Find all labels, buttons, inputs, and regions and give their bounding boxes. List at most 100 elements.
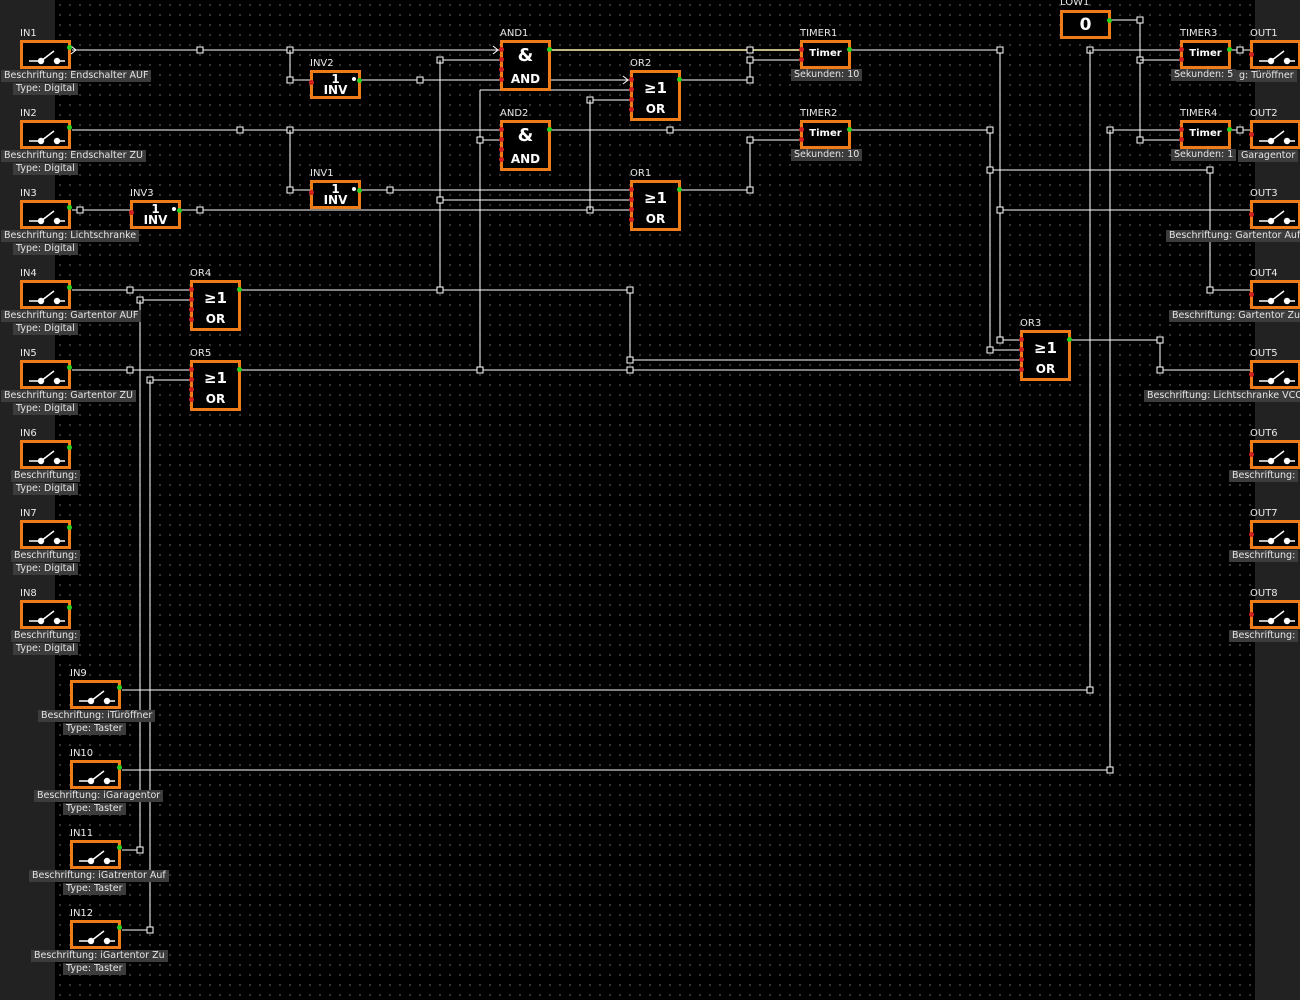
output-pin[interactable] (67, 525, 72, 530)
logic-canvas[interactable] (55, 0, 1255, 1000)
input-pin[interactable] (499, 57, 504, 62)
input-pin[interactable] (629, 97, 634, 102)
input-pin[interactable] (1249, 52, 1254, 57)
timer-block-timer1[interactable]: Timer (799, 40, 852, 69)
input-pin[interactable] (1249, 132, 1254, 137)
input-pin[interactable] (1019, 357, 1024, 362)
input-pin[interactable] (629, 77, 634, 82)
output-pin[interactable] (67, 125, 72, 130)
output-block-out1[interactable] (1249, 40, 1300, 69)
output-pin[interactable] (67, 605, 72, 610)
output-block-out8[interactable] (1249, 600, 1300, 629)
and-gate-and2[interactable]: &AND (499, 120, 552, 171)
output-pin[interactable] (357, 188, 362, 193)
input-pin[interactable] (629, 217, 634, 222)
output-pin[interactable] (357, 78, 362, 83)
output-pin[interactable] (1227, 47, 1232, 52)
output-pin[interactable] (237, 287, 242, 292)
input-block-in5[interactable] (20, 360, 72, 389)
input-pin[interactable] (189, 387, 194, 392)
input-pin[interactable] (189, 287, 194, 292)
input-pin[interactable] (799, 137, 804, 142)
input-pin[interactable] (309, 80, 314, 85)
input-pin[interactable] (189, 367, 194, 372)
output-pin[interactable] (847, 47, 852, 52)
low-constant-block[interactable]: 0 (1060, 10, 1112, 39)
input-pin[interactable] (629, 107, 634, 112)
input-pin[interactable] (129, 210, 134, 215)
input-block-in8[interactable] (20, 600, 72, 629)
output-pin[interactable] (117, 765, 122, 770)
input-pin[interactable] (1179, 137, 1184, 142)
input-pin[interactable] (499, 157, 504, 162)
output-pin[interactable] (117, 685, 122, 690)
input-pin[interactable] (189, 307, 194, 312)
input-pin[interactable] (499, 147, 504, 152)
input-pin[interactable] (799, 57, 804, 62)
input-pin[interactable] (189, 317, 194, 322)
input-pin[interactable] (1249, 532, 1254, 537)
input-pin[interactable] (1179, 127, 1184, 132)
output-pin[interactable] (67, 285, 72, 290)
output-pin[interactable] (1067, 337, 1072, 342)
input-pin[interactable] (1019, 367, 1024, 372)
input-block-in2[interactable] (20, 120, 72, 149)
output-pin[interactable] (117, 845, 122, 850)
output-pin[interactable] (237, 367, 242, 372)
input-block-in6[interactable] (20, 440, 72, 469)
output-pin[interactable] (677, 77, 682, 82)
output-block-out5[interactable] (1249, 360, 1300, 389)
input-pin[interactable] (1019, 347, 1024, 352)
input-pin[interactable] (629, 197, 634, 202)
input-block-in1[interactable] (20, 40, 72, 69)
input-pin[interactable] (499, 47, 504, 52)
output-pin[interactable] (547, 127, 552, 132)
input-pin[interactable] (629, 87, 634, 92)
output-pin[interactable] (547, 47, 552, 52)
input-block-in10[interactable] (70, 760, 122, 789)
output-block-out3[interactable] (1249, 200, 1300, 229)
input-pin[interactable] (189, 297, 194, 302)
output-block-out6[interactable] (1249, 440, 1300, 469)
and-gate-and1[interactable]: &AND (499, 40, 552, 91)
output-pin[interactable] (67, 45, 72, 50)
input-pin[interactable] (499, 77, 504, 82)
output-block-out4[interactable] (1249, 280, 1300, 309)
input-block-in4[interactable] (20, 280, 72, 309)
input-pin[interactable] (1179, 57, 1184, 62)
output-pin[interactable] (67, 205, 72, 210)
input-pin[interactable] (1179, 47, 1184, 52)
input-block-in9[interactable] (70, 680, 122, 709)
output-pin[interactable] (117, 925, 122, 930)
timer-block-timer2[interactable]: Timer (799, 120, 852, 149)
input-pin[interactable] (629, 207, 634, 212)
output-block-out2[interactable] (1249, 120, 1300, 149)
timer-block-timer3[interactable]: Timer (1179, 40, 1232, 69)
output-pin[interactable] (1107, 18, 1112, 23)
timer-block-timer4[interactable]: Timer (1179, 120, 1232, 149)
input-pin[interactable] (309, 190, 314, 195)
input-pin[interactable] (1019, 337, 1024, 342)
input-pin[interactable] (189, 377, 194, 382)
output-pin[interactable] (1227, 127, 1232, 132)
output-pin[interactable] (847, 127, 852, 132)
input-pin[interactable] (499, 127, 504, 132)
input-pin[interactable] (1249, 372, 1254, 377)
output-pin[interactable] (177, 208, 182, 213)
input-pin[interactable] (1249, 292, 1254, 297)
input-pin[interactable] (499, 67, 504, 72)
output-pin[interactable] (67, 365, 72, 370)
input-block-in11[interactable] (70, 840, 122, 869)
input-pin[interactable] (1249, 612, 1254, 617)
output-pin[interactable] (677, 187, 682, 192)
input-pin[interactable] (799, 47, 804, 52)
output-pin[interactable] (67, 445, 72, 450)
